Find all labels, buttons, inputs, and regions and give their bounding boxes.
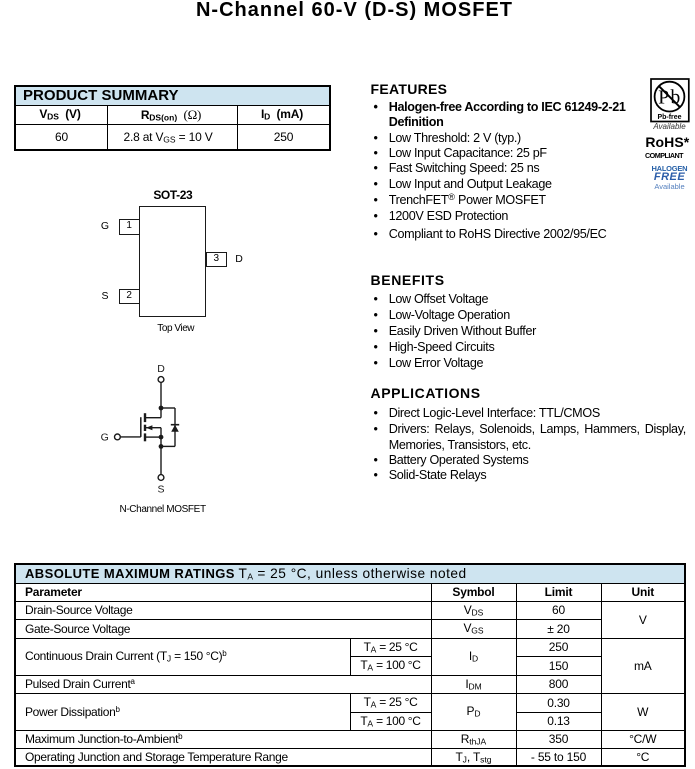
svg-text:G: G	[101, 432, 109, 444]
svg-text:D: D	[157, 363, 165, 375]
svg-text:S: S	[157, 484, 164, 496]
svg-text:Pb-free: Pb-free	[657, 114, 681, 121]
svg-text:Pb: Pb	[658, 88, 682, 109]
